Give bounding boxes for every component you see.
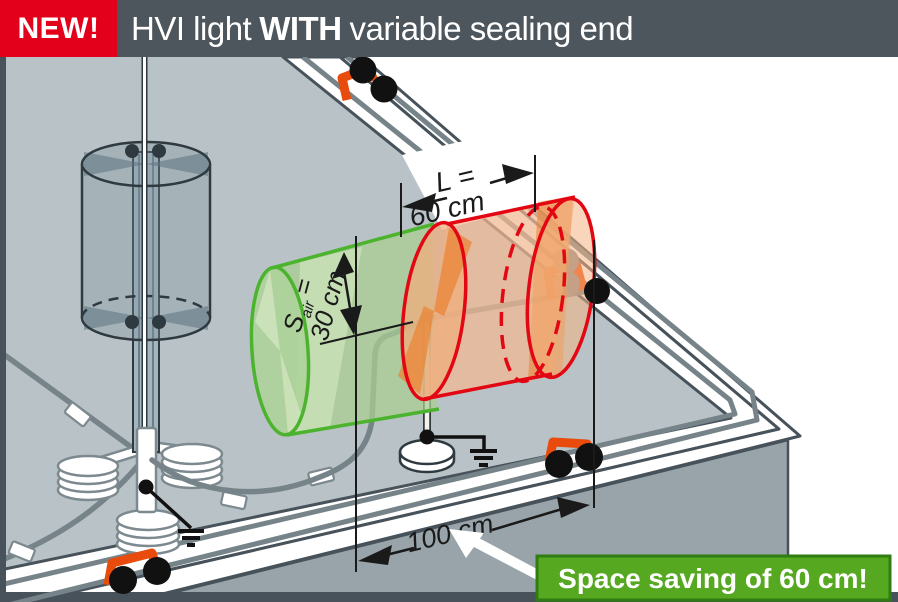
dimension-arrow-icon <box>340 305 362 335</box>
red-cylinder-near-rim <box>400 220 468 402</box>
cable-clip <box>63 401 92 428</box>
dimension-arrow-icon <box>358 545 392 565</box>
new-badge: NEW! <box>0 0 117 57</box>
cable-clip <box>7 540 36 563</box>
holder-disc <box>370 75 398 103</box>
cable-clip <box>220 490 248 511</box>
callout-text: Space saving of 60 cm! <box>558 563 868 594</box>
separation-dim-line <box>342 271 353 315</box>
vent-cylinder-shading <box>84 152 208 330</box>
sealing-end-base <box>398 429 497 474</box>
banner-title-part1: HVI light <box>131 9 252 47</box>
total-dim-line-right <box>491 507 563 532</box>
conductor-end-disc <box>584 278 610 304</box>
mast-sleeve <box>135 426 158 514</box>
vent-clamp-dots <box>125 144 166 329</box>
left-border <box>0 57 6 602</box>
separation-baseline <box>319 321 414 345</box>
separation-equals: = <box>287 275 320 297</box>
length-dim-line-right <box>489 176 508 185</box>
length-label-patch <box>402 127 563 230</box>
callout-arrow-icon <box>449 529 484 558</box>
green-face-wedge <box>280 351 303 433</box>
green-face-wedge <box>255 270 280 351</box>
concrete-block-front <box>115 508 181 556</box>
total-dim-line-left <box>385 546 415 557</box>
concrete-block-left <box>56 454 120 502</box>
red-cylinder-top-edge <box>446 195 576 226</box>
holder-disc <box>575 443 603 471</box>
separation-label: Sair= <box>277 275 324 336</box>
callout-arrow-shaft <box>472 538 537 580</box>
length-dim-line-left <box>429 196 448 204</box>
banner-title-part2: variable sealing end <box>349 9 634 47</box>
green-cylinder-bottom-edge <box>286 407 440 437</box>
green-cylinder-highlight <box>295 247 362 433</box>
banner-title-bold: WITH <box>259 9 342 47</box>
holder-disc <box>109 566 137 594</box>
mast-ground-wire <box>144 485 193 530</box>
red-sealing-cylinder <box>398 195 597 402</box>
dimension-arrow-icon <box>402 193 436 212</box>
callout: Space saving of 60 cm! <box>449 529 892 602</box>
holder-disc <box>143 557 171 585</box>
red-cylinder-bottom-edge <box>423 372 553 401</box>
cable-upper-left <box>0 348 141 455</box>
conductor-holder-icon <box>337 56 398 103</box>
earth-ground-icon <box>178 529 204 547</box>
holder-disc <box>545 450 573 478</box>
callout-box <box>535 554 892 602</box>
dimension-arrow-icon <box>502 164 534 184</box>
holder-disc <box>349 56 377 84</box>
conductor-holder-icon <box>103 548 171 594</box>
red-cylinder-far-face <box>527 198 595 378</box>
conductor-holder-icon <box>544 437 603 478</box>
base-strip <box>0 592 898 602</box>
dimension-arrow-icon <box>557 497 590 518</box>
green-cylinder-top-edge <box>271 222 435 270</box>
separation-subscript: air <box>298 298 319 319</box>
dimension-arrow-icon <box>332 252 354 279</box>
sealing-ground-wire <box>427 435 486 449</box>
earth-ground-icon <box>470 449 497 467</box>
